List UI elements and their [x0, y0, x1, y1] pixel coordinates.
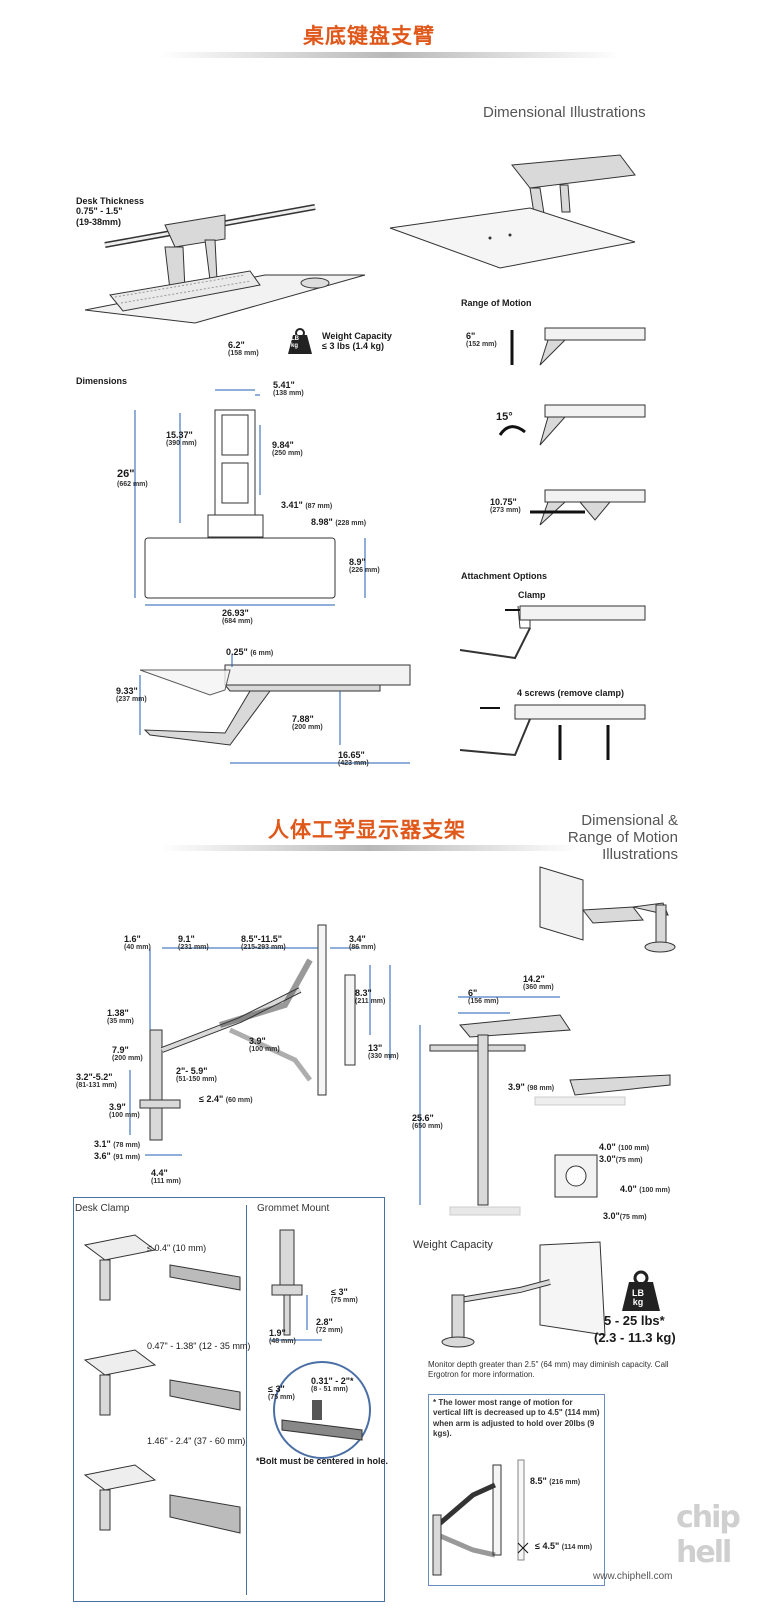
mdim-2-4: ≤ 2.4" (60 mm)	[199, 1094, 253, 1104]
clamp-range-1: ≤ 0.4" (10 mm)	[147, 1243, 207, 1253]
dim-9-33: 9.33"(237 mm)	[116, 686, 147, 704]
dim-26-93: 26.93"(684 mm)	[222, 608, 253, 626]
dim-6-2: 6.2"(158 mm)	[228, 340, 259, 358]
grommet-dim-2-8: 2.8"(72 mm)	[316, 1317, 343, 1335]
rdim-vesa-4-0-b: 4.0" (100 mm)	[620, 1184, 671, 1194]
grommet-dim-3-b: ≤ 3"(75 mm)	[268, 1384, 295, 1402]
dim-8-98: 8.98" (228 mm)	[311, 517, 367, 527]
motion-6: 6"(152 mm)	[466, 331, 497, 349]
dim-15-37: 15.37"(390 mm)	[166, 430, 197, 448]
mdim-1-38: 1.38"(35 mm)	[107, 1008, 134, 1026]
mounting-options-box	[73, 1197, 385, 1602]
grommet-note: *Bolt must be centered in hole.	[256, 1456, 389, 1466]
section-divider-2	[160, 845, 580, 851]
rdim-vesa-3-0-a: 3.0"(75 mm)	[599, 1154, 643, 1164]
rdim-6: 6"(156 mm)	[468, 988, 499, 1006]
mdim-7-9: 7.9"(200 mm)	[112, 1045, 143, 1063]
four-screws-label: 4 screws (remove clamp)	[517, 688, 625, 698]
motion-10-75: 10.75"(273 mm)	[490, 497, 521, 515]
section-divider	[160, 52, 620, 58]
clamp-label: Clamp	[518, 590, 546, 600]
monitor-front-view-drawing	[419, 996, 671, 1216]
weight-icon	[288, 328, 312, 354]
mdim-4-4: 4.4"(111 mm)	[151, 1168, 181, 1186]
clamp-range-3: 1.46" - 2.4" (37 - 60 mm)	[147, 1436, 246, 1446]
weight-capacity-lbs: 5 - 25 lbs*	[604, 1313, 665, 1328]
mdim-3-4: 3.4"(86 mm)	[349, 934, 376, 952]
lower-range-box	[428, 1394, 605, 1586]
weight-capacity-title: Weight Capacity	[413, 1239, 493, 1251]
chiphell-url: www.chiphell.com	[593, 1571, 673, 1582]
box-divider	[246, 1205, 247, 1595]
monitor-arm-iso	[539, 866, 676, 953]
motion-15deg: 15°	[496, 411, 513, 423]
weight-capacity-icon	[622, 1270, 660, 1311]
mdim-3-9-arm: 3.9"(100 mm)	[249, 1036, 280, 1054]
mdim-9-1: 9.1"(231 mm)	[178, 934, 209, 952]
dimensional-range-title: Dimensional & Range of Motion Illustrati…	[567, 812, 678, 863]
rdim-vesa-4-0-a: 4.0" (100 mm)	[599, 1142, 650, 1152]
keyboard-section-title: 桌底键盘支臂	[303, 24, 435, 48]
rdim-vesa-3-0-b: 3.0"(75 mm)	[603, 1211, 647, 1221]
dim-26: 26"(662 mm)	[117, 468, 148, 488]
mdim-3-9-clamp: 3.9"(100 mm)	[109, 1102, 140, 1120]
dimensions-label: Dimensions	[76, 376, 128, 386]
dim-5-41: 5.41"(138 mm)	[273, 380, 304, 398]
monitor-arm-side-drawing	[129, 924, 391, 1156]
range-of-motion-label: Range of Motion	[461, 298, 532, 308]
grommet-dim-bolt: 0.31" - 2"*(8 - 51 mm)	[311, 1376, 354, 1394]
keyboard-tray-iso-right	[389, 154, 636, 269]
grommet-dim-1-9: 1.9"(48 mm)	[269, 1328, 296, 1346]
dim-3-41: 3.41" (87 mm)	[281, 500, 333, 510]
dimensional-illustrations-title: Dimensional Illustrations	[483, 104, 646, 121]
dim-8-9: 8.9"(226 mm)	[349, 557, 380, 575]
rdim-3-9: 3.9" (98 mm)	[508, 1082, 555, 1092]
keyboard-weight-capacity: Weight Capacity ≤ 3 lbs (1.4 kg)	[322, 331, 392, 352]
desk-clamp-drawings	[83, 1234, 241, 1534]
mdim-2-5-9: 2"- 5.9"(51-150 mm)	[176, 1066, 217, 1084]
weight-capacity-drawing	[441, 1241, 606, 1348]
range-of-motion-drawings	[498, 327, 646, 526]
rdim-14-2: 14.2"(360 mm)	[523, 974, 554, 992]
lower-range-note: * The lower most range of motion for ver…	[433, 1398, 600, 1439]
rdim-25-6: 25.6"(650 mm)	[412, 1113, 443, 1131]
lower-dim-8-5: 8.5" (216 mm)	[530, 1476, 581, 1486]
mdim-8-5: 8.5"-11.5"(215-293 mm)	[241, 934, 286, 952]
keyboard-dimensions-drawing	[134, 389, 366, 606]
clamp-drawing	[459, 605, 646, 660]
screws-drawing	[459, 704, 646, 760]
monitor-section-title: 人体工学显示器支架	[268, 818, 466, 842]
dim-0-25: 0.25" (6 mm)	[226, 647, 274, 657]
weight-capacity-kg: (2.3 - 11.3 kg)	[594, 1330, 676, 1345]
mdim-3-6: 3.6" (91 mm)	[94, 1151, 141, 1161]
mdim-3-2-5-2: 3.2"-5.2"(81-131 mm)	[76, 1072, 117, 1090]
desk-thickness-label: Desk Thickness 0.75" - 1.5" (19-38mm)	[76, 196, 145, 227]
clamp-range-2: 0.47" - 1.38" (12 - 35 mm)	[147, 1341, 251, 1351]
chiphell-logo: chip hell	[676, 1500, 741, 1570]
keyboard-tray-iso-drawing	[84, 204, 366, 324]
lower-dim-4-5: ≤ 4.5" (114 mm)	[535, 1541, 593, 1551]
weight-capacity-note: Monitor depth greater than 2.5" (64 mm) …	[428, 1360, 669, 1380]
lower-range-drawing	[432, 1459, 529, 1576]
attachment-options-label: Attachment Options	[461, 571, 548, 581]
dim-16-65: 16.65"(423 mm)	[338, 750, 369, 768]
mdim-13: 13"(330 mm)	[368, 1043, 399, 1061]
grommet-mount-title: Grommet Mount	[257, 1203, 330, 1214]
dim-9-84: 9.84"(250 mm)	[272, 440, 303, 458]
mdim-8-3: 8.3"(211 mm)	[355, 988, 386, 1006]
mdim-1-6: 1.6"(40 mm)	[124, 934, 151, 952]
mdim-3-1: 3.1" (78 mm)	[94, 1139, 141, 1149]
grommet-drawing	[270, 1229, 371, 1459]
dim-7-88: 7.88"(200 mm)	[292, 714, 323, 732]
keyboard-side-view	[139, 655, 411, 764]
desk-clamp-title: Desk Clamp	[75, 1203, 130, 1214]
grommet-dim-3: ≤ 3"(75 mm)	[331, 1287, 358, 1305]
